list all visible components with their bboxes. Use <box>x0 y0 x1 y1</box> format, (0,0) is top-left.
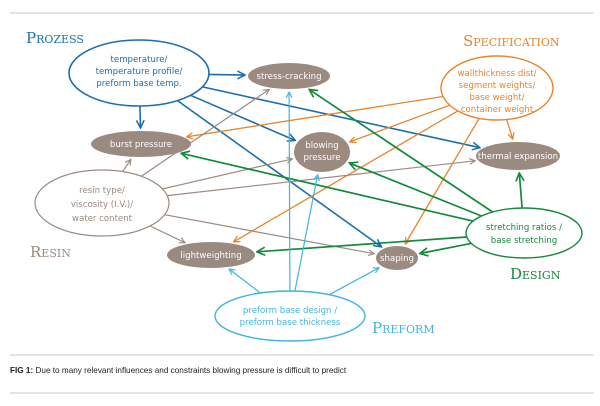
edge-preform-to-lightweighting <box>229 269 261 294</box>
edge-specification-to-blowing-pressure <box>350 104 451 142</box>
edge-specification-to-lightweighting <box>234 110 459 242</box>
outcome-stress-cracking: stress-cracking <box>248 63 330 89</box>
edge-design-to-burst-pressure <box>181 153 474 222</box>
source-temperature-line-2: temperature profile/ <box>96 67 183 77</box>
edge-design-to-thermal-expansion <box>519 173 522 209</box>
outcome-burst-pressure-label: burst pressure <box>110 140 172 150</box>
figure-caption-label: FIG 1: <box>10 366 34 375</box>
source-temperature-line-3: preform base temp. <box>96 79 181 89</box>
edge-resin-to-shaping <box>164 214 374 254</box>
source-resin-line-2: viscosity (I.V.)/ <box>71 200 133 210</box>
edge-temperature-to-blowing-pressure <box>190 94 296 140</box>
source-design-line-1: stretching ratios / <box>486 223 562 233</box>
influence-diagram: Prozess Specification Resin Design Prefo… <box>26 29 583 342</box>
edge-temperature-to-thermal-expansion <box>202 86 481 148</box>
edge-resin-to-burst-pressure <box>122 159 131 172</box>
source-specification-line-3: base weight/ <box>469 93 524 103</box>
outcome-blowing-pressure-line-1: blowing <box>305 141 338 151</box>
edge-resin-to-lightweighting <box>149 225 185 243</box>
edge-design-to-blowing-pressure <box>349 163 482 217</box>
edge-resin-to-blowing-pressure <box>162 159 293 190</box>
source-design: stretching ratios / base stretching <box>465 207 583 259</box>
source-specification: wallthickness dist/ segment weights/ bas… <box>440 55 554 121</box>
category-design: Design <box>510 265 561 283</box>
category-resin: Resin <box>30 243 71 261</box>
source-design-line-2: base stretching <box>491 236 558 246</box>
category-specification: Specification <box>463 32 560 50</box>
caption-top-rule <box>10 354 594 356</box>
edge-design-to-lightweighting <box>257 236 467 252</box>
source-preform-line-2: preform base thickness <box>240 318 341 328</box>
outcome-lightweighting: lightweighting <box>167 242 255 268</box>
figure-caption: FIG 1: Due to many relevant influences a… <box>10 366 346 375</box>
source-preform-line-1: preform base design / <box>243 306 337 316</box>
source-temperature: temperature/ temperature profile/ prefor… <box>68 39 210 107</box>
outcome-blowing-pressure: blowing pressure <box>294 132 350 172</box>
edge-design-to-stress-cracking <box>309 89 494 213</box>
outcome-lightweighting-label: lightweighting <box>180 251 241 261</box>
edge-design-to-shaping <box>420 242 472 253</box>
edge-resin-to-stress-cracking <box>140 90 269 177</box>
edges-layer <box>122 74 522 296</box>
edge-specification-to-thermal-expansion <box>506 119 513 140</box>
outcome-shaping: shaping <box>376 246 418 270</box>
source-resin: resin type/ viscosity (I.V.)/ water cont… <box>34 169 170 237</box>
source-preform: preform base design / preform base thick… <box>214 290 366 342</box>
edge-preform-to-blowing-pressure <box>294 175 318 292</box>
edge-temperature-to-burst-pressure <box>140 105 141 128</box>
source-resin-line-3: water content <box>72 214 133 224</box>
edge-preform-to-shaping <box>329 268 379 296</box>
edge-preform-to-stress-cracking <box>289 92 290 292</box>
outcome-thermal-expansion-label: thermal expansion <box>478 152 558 162</box>
source-specification-line-4: container weight <box>461 105 534 115</box>
source-specification-line-1: wallthickness dist/ <box>458 69 537 79</box>
category-preform: Preform <box>372 319 435 337</box>
outcome-thermal-expansion: thermal expansion <box>476 142 560 170</box>
edge-specification-to-shaping <box>405 117 480 244</box>
top-rule <box>10 12 594 14</box>
outcome-stress-cracking-label: stress-cracking <box>256 72 321 82</box>
category-prozess: Prozess <box>26 29 84 47</box>
outcome-burst-pressure: burst pressure <box>91 131 191 157</box>
edge-temperature-to-shaping <box>177 99 382 247</box>
outcome-shaping-label: shaping <box>380 254 414 264</box>
source-specification-line-2: segment weights/ <box>459 81 536 91</box>
edge-temperature-to-stress-cracking <box>208 74 245 75</box>
edge-specification-to-burst-pressure <box>187 95 444 137</box>
figure-caption-text: Due to many relevant influences and cons… <box>33 366 347 375</box>
source-temperature-line-1: temperature/ <box>111 55 168 65</box>
outcome-blowing-pressure-line-2: pressure <box>303 153 340 163</box>
caption-bottom-rule <box>10 392 594 394</box>
source-resin-line-1: resin type/ <box>79 186 125 196</box>
